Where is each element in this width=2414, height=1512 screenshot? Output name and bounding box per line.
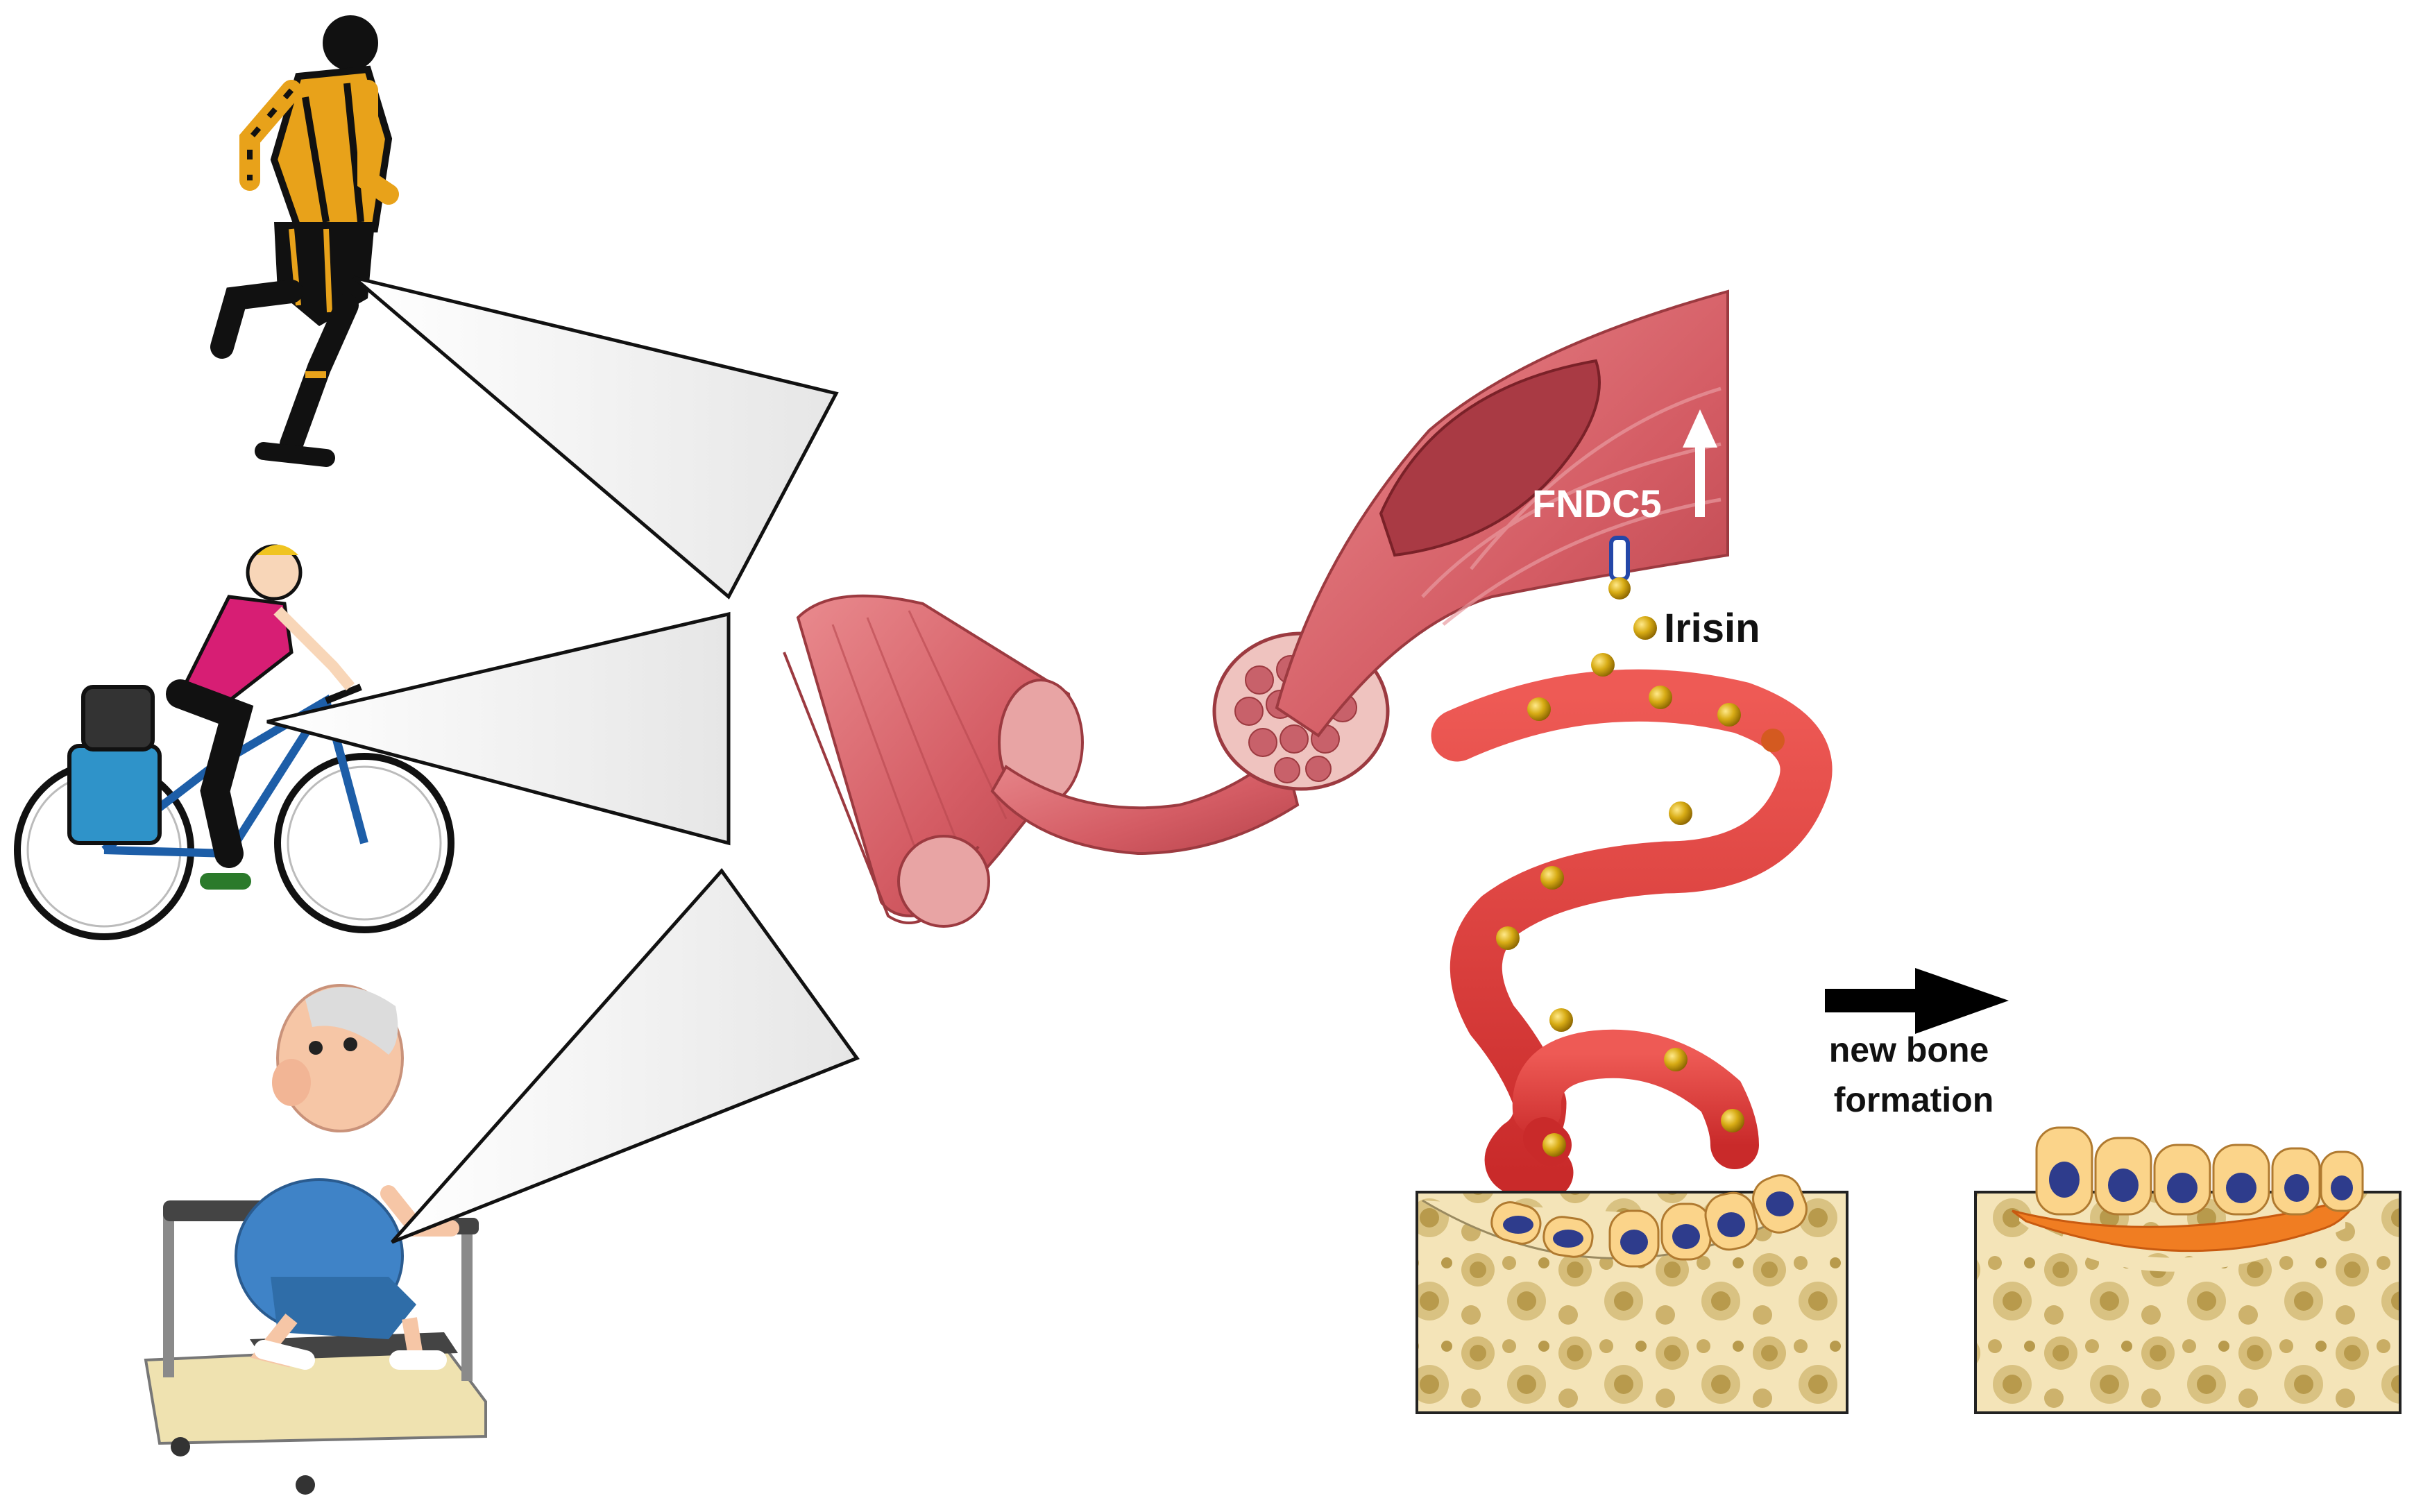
arrow-up-icon: [1683, 409, 1717, 517]
muscle-fiber-illustration: [783, 289, 1729, 928]
zoom-cone-cyclist: [266, 611, 731, 846]
new-bone-label-line2: formation: [1834, 1080, 1994, 1119]
treadmill-walker-figure: [144, 984, 487, 1495]
arrow-right-icon: [1825, 968, 2009, 1034]
bone-tissue-before: [1416, 1174, 1848, 1414]
new-bone-label-line1: new bone: [1829, 1030, 1989, 1069]
irisin-label: Irisin: [1664, 606, 1760, 651]
bone-tissue-after: [1974, 1126, 2402, 1414]
cyclist-figure: [14, 544, 454, 940]
zoom-cone-walker: [391, 868, 860, 1244]
zoom-cone-runner: [352, 275, 839, 600]
fndc5-label: FNDC5: [1532, 482, 1662, 525]
runner-figure: [210, 15, 399, 467]
new-bone-formation-label: new bone formation: [1829, 1030, 1998, 1119]
fndc5-receptor-icon: [1608, 536, 1631, 600]
irisin-particle: [1633, 616, 1657, 640]
